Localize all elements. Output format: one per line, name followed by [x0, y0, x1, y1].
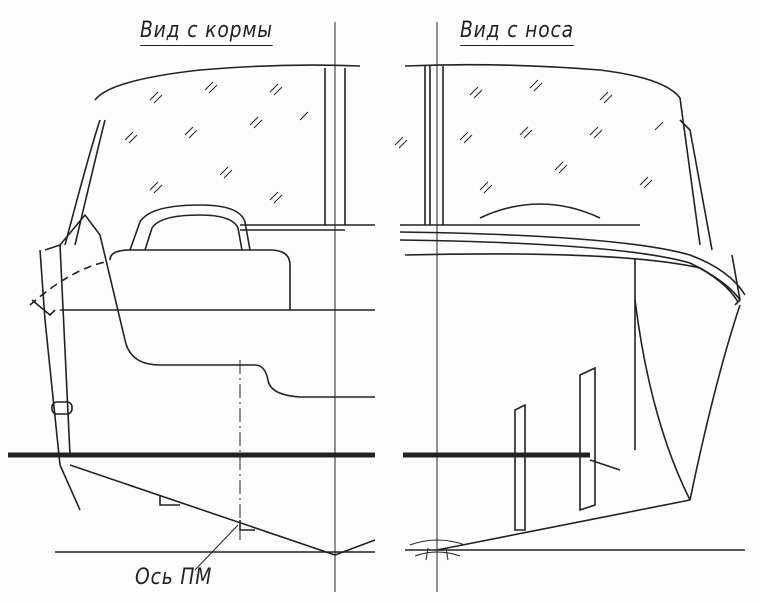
stern-view-title: Вид с кормы [140, 18, 273, 46]
bow-view-title: Вид с носа [460, 18, 574, 46]
bow-view [394, 22, 746, 592]
stern-view [8, 22, 376, 592]
motor-axis-label: Ось ПМ [135, 565, 213, 590]
